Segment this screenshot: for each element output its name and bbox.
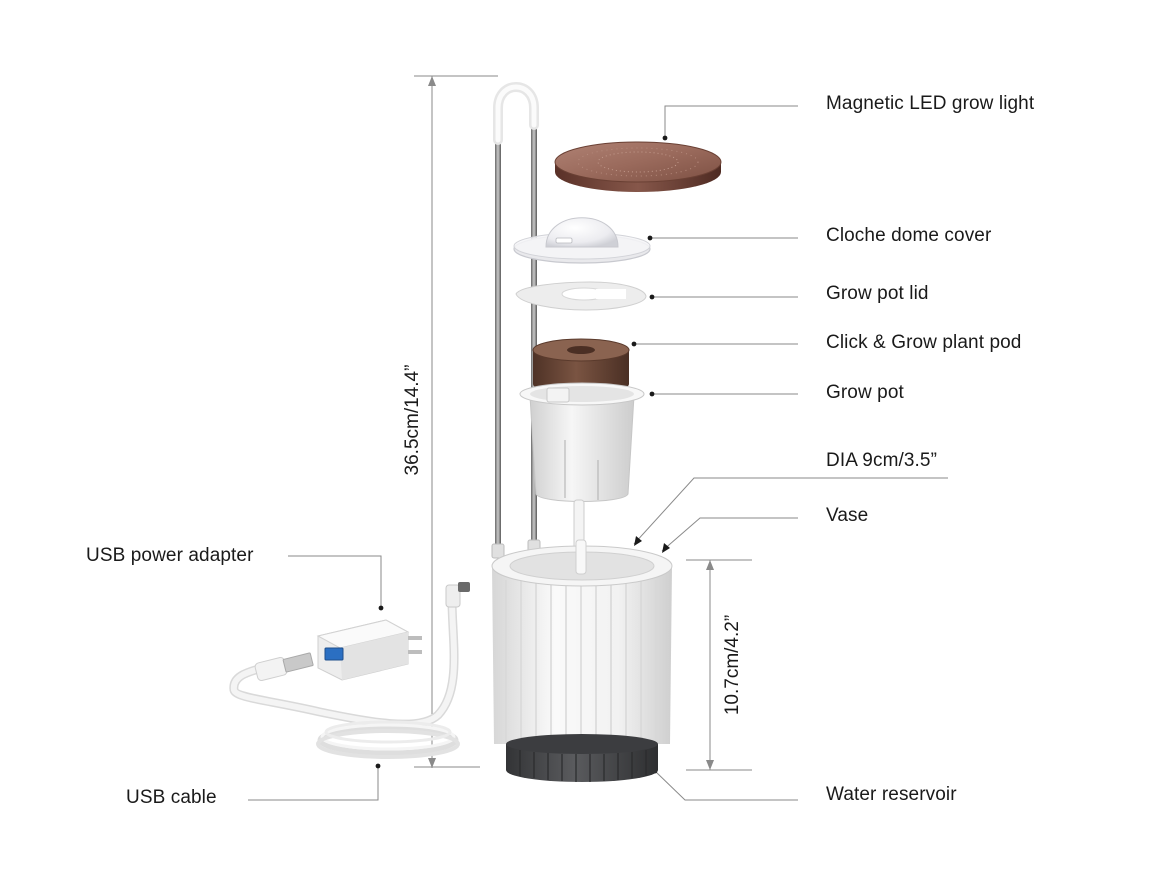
- grow-pot-lid: [515, 281, 647, 311]
- leader-lines: [248, 105, 948, 801]
- water-reservoir-base: [506, 734, 658, 782]
- label-diameter: DIA 9cm/3.5”: [826, 450, 938, 471]
- label-grow-pot: Grow pot: [826, 382, 904, 403]
- total-height-dimension: [414, 75, 498, 768]
- usb-cable: [229, 582, 470, 759]
- vase: [491, 539, 673, 744]
- vase-height-dimension: [686, 559, 752, 771]
- total-height-label: 36.5cm/14.4”: [402, 364, 423, 476]
- label-dome-cover: Cloche dome cover: [826, 225, 992, 246]
- usb-power-adapter: [316, 619, 422, 681]
- label-vase: Vase: [826, 505, 869, 526]
- label-pot-lid: Grow pot lid: [826, 283, 929, 304]
- led-grow-light: [554, 141, 722, 192]
- grow-pot: [519, 382, 645, 579]
- plant-pod: [532, 338, 630, 394]
- cloche-dome: [513, 217, 651, 264]
- vase-height-label: 10.7cm/4.2”: [722, 614, 743, 716]
- label-usb-cable: USB cable: [126, 787, 217, 808]
- light-stand-rods: [491, 82, 541, 559]
- label-power-adapter: USB power adapter: [86, 545, 254, 566]
- label-water-reservoir: Water reservoir: [826, 784, 957, 805]
- label-grow-light: Magnetic LED grow light: [826, 93, 1035, 114]
- label-plant-pod: Click & Grow plant pod: [826, 332, 1022, 353]
